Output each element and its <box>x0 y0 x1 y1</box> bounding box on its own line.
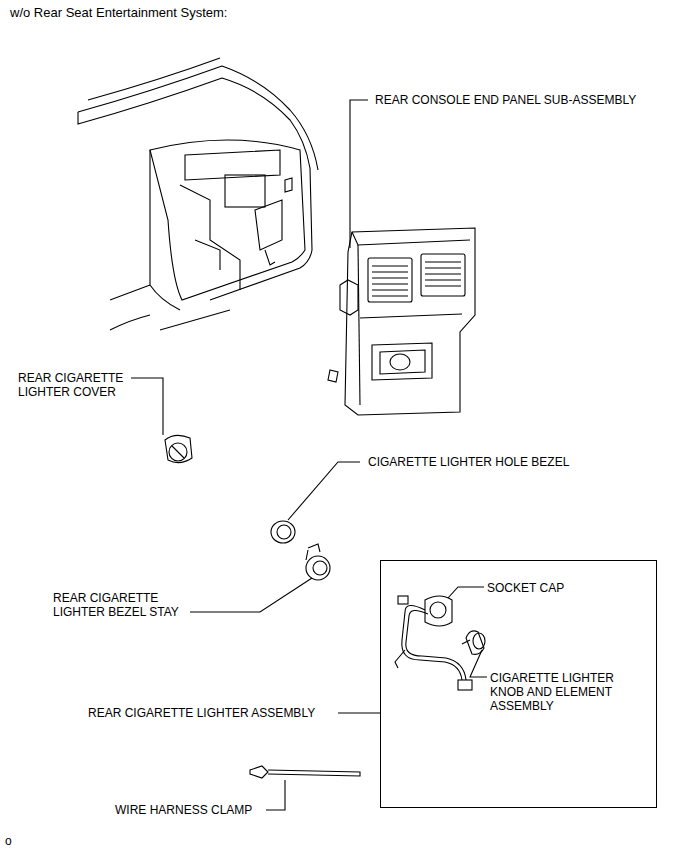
part-label: CIGARETTE LIGHTER KNOB AND ELEMENT ASSEM… <box>490 671 640 713</box>
console-body <box>78 58 318 330</box>
part-label: REAR CONSOLE END PANEL SUB-ASSEMBLY <box>375 93 675 107</box>
part-label: REAR CIGARETTE LIGHTER ASSEMBLY <box>88 706 338 720</box>
part-label: REAR CIGARETTE LIGHTER COVER <box>18 371 130 399</box>
hole-bezel <box>271 521 295 543</box>
lighter-assembly <box>395 596 485 690</box>
diagram-title: w/o Rear Seat Entertainment System: <box>10 6 227 20</box>
part-label: o <box>5 834 25 848</box>
part-label: WIRE HARNESS CLAMP <box>115 803 265 817</box>
callout-box: SOCKET CAP CIGARETTE LIGHTER KNOB AND ELE… <box>380 560 657 808</box>
end-panel <box>328 228 475 415</box>
wire-harness-clamp <box>250 766 360 778</box>
part-label: REAR CIGARETTE LIGHTER BEZEL STAY <box>53 591 188 619</box>
part-label: SOCKET CAP <box>487 581 647 595</box>
bezel-stay <box>306 544 330 580</box>
part-label: CIGARETTE LIGHTER HOLE BEZEL <box>368 455 668 469</box>
lighter-cover <box>165 435 192 462</box>
